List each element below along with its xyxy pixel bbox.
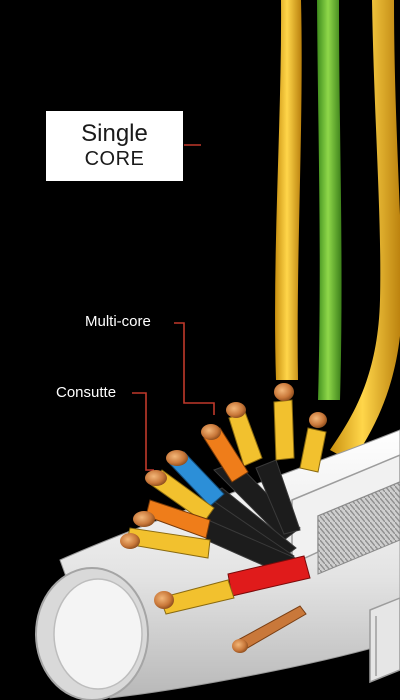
multi-core-label: Multi-core	[85, 313, 151, 330]
conductor-blue	[166, 450, 225, 507]
conductor-orange-2	[133, 499, 211, 539]
single-core-wire-yellow-right	[330, 0, 400, 462]
conductor-yellow-4	[145, 469, 215, 523]
single-core-label-line2: CORE	[84, 148, 145, 170]
conductor-yellow-1	[226, 402, 263, 467]
single-core-wire-yellow-left	[275, 0, 302, 380]
single-core-label-line1: Single	[81, 120, 148, 147]
callout-line-multi-core	[174, 322, 215, 415]
conductor-yellow-2	[273, 383, 295, 461]
bare-copper-strand	[232, 605, 307, 653]
single-core-wire-green	[317, 0, 342, 400]
callout-lines	[132, 144, 215, 471]
single-core-label: Single CORE	[46, 111, 183, 181]
conductor-yellow-5	[120, 527, 211, 559]
conductor-yellow-3	[299, 412, 327, 473]
callout-line-consutte	[132, 392, 154, 471]
conductor-yellow-6	[154, 579, 235, 615]
consutte-label: Consutte	[56, 384, 117, 401]
conductor-orange-1	[201, 424, 249, 483]
